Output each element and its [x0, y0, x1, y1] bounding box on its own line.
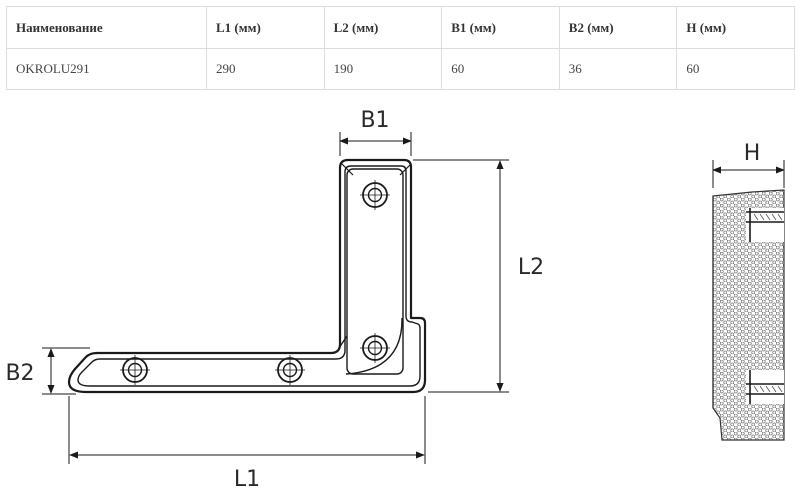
drawing-svg: B1 L2 B2 L1 H	[6, 108, 785, 492]
screw-holes	[120, 180, 390, 385]
col-header-b1: B1 (мм)	[441, 6, 560, 49]
screw-hole-icon	[120, 355, 150, 385]
col-header-h: H (мм)	[676, 6, 795, 49]
screw-hole-icon	[360, 180, 390, 210]
cell-l2: 190	[323, 48, 443, 90]
spec-table: Наименование L1 (мм) L2 (мм) B1 (мм) B2 …	[6, 6, 795, 90]
table-row: OKROLU291 290 190 60 36 60	[6, 48, 795, 90]
dim-label-l2: L2	[518, 255, 544, 280]
dim-label-b2: B2	[6, 361, 35, 386]
table-header-row: Наименование L1 (мм) L2 (мм) B1 (мм) B2 …	[6, 6, 795, 49]
dim-label-b1: B1	[360, 108, 389, 133]
dimension-lines	[42, 132, 785, 464]
cell-b2: 36	[558, 48, 678, 90]
cell-b1: 60	[441, 48, 560, 90]
dim-label-h: H	[744, 141, 761, 166]
bracket-shape	[67, 158, 427, 394]
col-header-name: Наименование	[6, 6, 207, 49]
cell-h: 60	[676, 48, 795, 90]
cell-l1: 290	[206, 48, 325, 90]
dim-label-l1: L1	[234, 467, 260, 492]
side-view-section	[712, 189, 785, 441]
technical-drawing: B1 L2 B2 L1 H	[6, 108, 795, 493]
col-header-b2: B2 (мм)	[558, 6, 678, 49]
screw-hole-icon	[360, 333, 390, 363]
col-header-l2: L2 (мм)	[323, 6, 443, 49]
col-header-l1: L1 (мм)	[206, 6, 325, 49]
cell-name: OKROLU291	[6, 48, 207, 90]
screw-hole-icon	[275, 355, 305, 385]
